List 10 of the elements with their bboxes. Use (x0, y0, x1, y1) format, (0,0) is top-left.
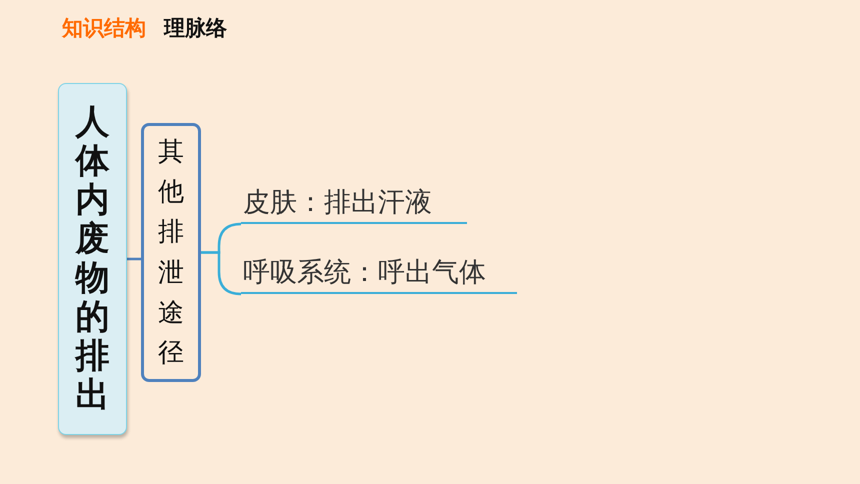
section-subtitle: 理脉络 (164, 15, 227, 42)
topic-text: 皮肤：排出汗液 (243, 186, 432, 220)
root-topic-box (58, 83, 127, 435)
topic-label: 其他排泄途径 (158, 136, 184, 370)
connector-line (201, 251, 242, 296)
topic-text: 呼吸系统：呼出气体 (243, 256, 486, 290)
topic-label: 人体内废物的排出 (76, 102, 110, 416)
connector-line (127, 258, 141, 260)
section-title: 知识结构 (62, 15, 146, 42)
branch-topic-box (141, 123, 201, 382)
